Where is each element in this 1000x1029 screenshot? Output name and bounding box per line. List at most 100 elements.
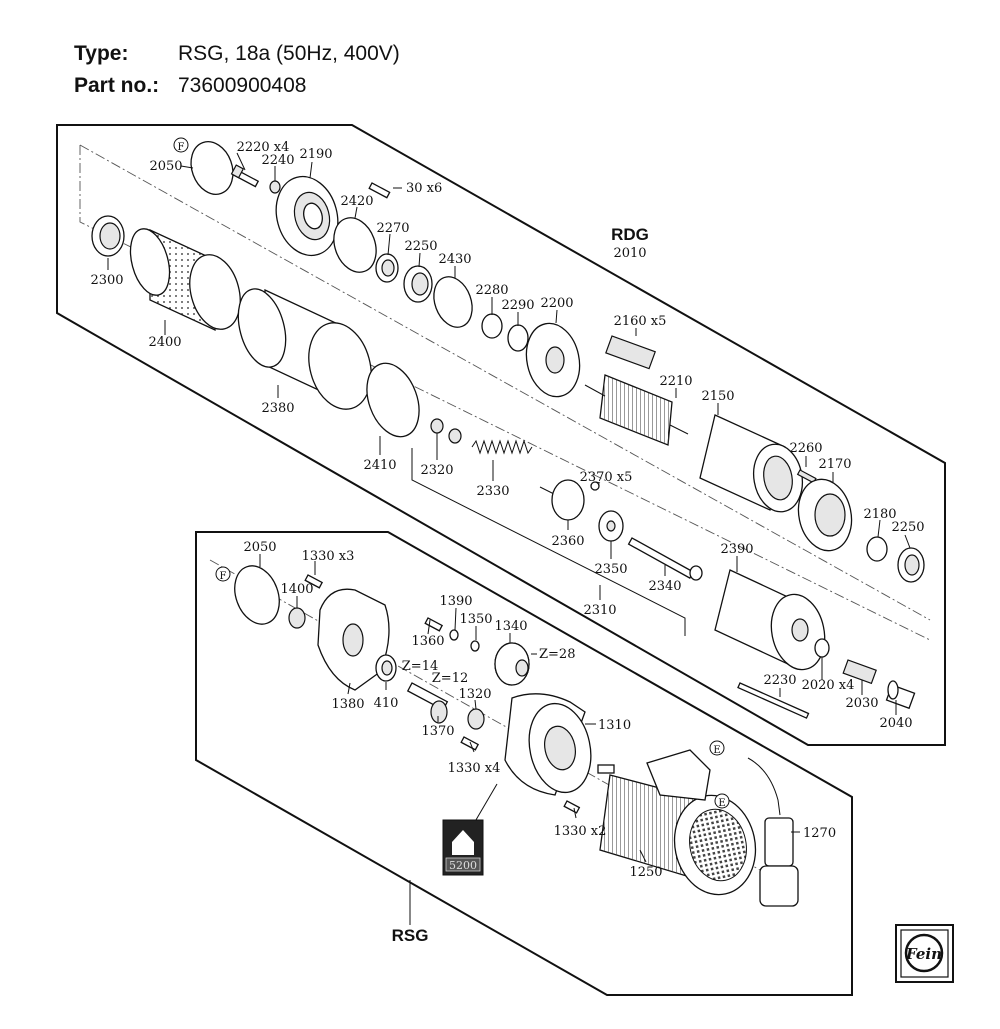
label-1360: 1360 (411, 634, 444, 649)
rdg-axis-lower (79, 144, 931, 621)
shell-2400 (129, 228, 241, 332)
svg-text:E: E (713, 745, 720, 756)
plug-1270 (759, 817, 799, 907)
svg-text:E: E (718, 798, 725, 809)
svg-text:F: F (220, 571, 227, 582)
label-1310: 1310 (598, 718, 631, 733)
label-410: 410 (374, 696, 399, 711)
label-1370: 1370 (421, 724, 454, 739)
label-1350: 1350 (459, 612, 492, 627)
motor-1250 (597, 749, 757, 896)
label-z28: Z=28 (539, 647, 575, 662)
label-2040: 2040 (879, 716, 912, 731)
screw-1330a (304, 574, 324, 589)
type-label: Type: (74, 42, 129, 65)
label-2020: 2020 x4 (802, 678, 855, 693)
label-2420: 2420 (340, 194, 373, 209)
label-2180: 2180 (863, 507, 896, 522)
label-2250b: 2250 (891, 520, 924, 535)
label-1400: 1400 (280, 582, 313, 597)
ref-e-motor: E (714, 793, 730, 809)
label-1250: 1250 (629, 865, 662, 880)
oring-2410 (366, 362, 420, 438)
label-2230: 2230 (763, 673, 796, 688)
spring-2330 (471, 439, 533, 455)
pinion-1370 (406, 682, 449, 724)
screw-1330c (563, 800, 581, 814)
washer-1390 (449, 629, 459, 641)
washer-2350 (598, 510, 624, 542)
label-1330a: 1330 x3 (302, 549, 355, 564)
label-z12: Z=12 (432, 671, 468, 686)
ref-e-upper: E (709, 740, 725, 756)
label-1340: 1340 (494, 619, 527, 634)
gear-1340 (494, 642, 530, 686)
part-row: Part no.: 73600900408 (74, 74, 306, 98)
flange-2190 (275, 175, 339, 257)
rotor-2210 (584, 374, 689, 446)
flange-2170 (797, 478, 853, 552)
group-rdg-title: RDG (611, 225, 649, 244)
fein-logo: Fein (895, 924, 954, 983)
badge-code: 5200 (449, 859, 477, 872)
group-rsg-title: RSG (392, 926, 429, 945)
stator-2150 (699, 414, 804, 513)
screw-2220 (230, 164, 260, 188)
type-row: Type: RSG, 18a (50Hz, 400V) (74, 42, 400, 66)
part-no-label: Part no.: (74, 74, 160, 97)
washer-2020 (814, 638, 830, 658)
label-2430: 2430 (438, 252, 471, 267)
label-2030: 2030 (845, 696, 878, 711)
label-2390: 2390 (720, 542, 753, 557)
label-2220: 2220 x4 (237, 140, 290, 155)
label-2300: 2300 (90, 273, 123, 288)
bolt-2230 (737, 682, 810, 719)
label-2290: 2290 (501, 298, 534, 313)
label-2270: 2270 (376, 221, 409, 236)
valve-2360 (539, 479, 585, 521)
label-2340: 2340 (648, 579, 681, 594)
gear-plate-1380 (317, 588, 390, 691)
label-2190: 2190 (299, 147, 332, 162)
ball-2370 (590, 481, 600, 491)
group-rdg-number: 2010 (613, 246, 646, 261)
ring-2280 (481, 313, 503, 339)
label-1270: 1270 (803, 826, 836, 841)
label-2370: 2370 x5 (580, 470, 633, 485)
nut-2320a (430, 418, 444, 434)
svg-text:F: F (178, 142, 185, 153)
label-2050: 2050 (149, 159, 182, 174)
screw-30 (368, 182, 391, 199)
leader-lines (107, 152, 911, 863)
label-30x6: 30 x6 (406, 181, 442, 196)
cap-2040 (885, 680, 916, 710)
screw-1360 (424, 617, 444, 632)
disc-2200 (525, 322, 581, 398)
seal-2300 (91, 215, 125, 257)
pin-2340 (627, 537, 703, 581)
ref-f-lower: F (215, 566, 231, 582)
oring-2050 (190, 141, 234, 195)
seal-1400 (288, 607, 306, 629)
washer-2240 (269, 180, 281, 194)
rsg-frame (195, 531, 853, 996)
screw-1330b (460, 736, 480, 751)
part-no-value: 73600900408 (178, 74, 307, 97)
ring-2290 (507, 324, 529, 352)
label-2260: 2260 (789, 441, 822, 456)
label-1330b: 1330 x4 (448, 761, 501, 776)
bearing-2250a (403, 265, 433, 303)
bearing-2250b (897, 547, 925, 583)
label-2240: 2240 (261, 153, 294, 168)
label-2280: 2280 (475, 283, 508, 298)
label-2380: 2380 (261, 401, 294, 416)
label-2310: 2310 (583, 603, 616, 618)
label-1320: 1320 (458, 687, 491, 702)
label-1330c: 1330 x2 (554, 824, 607, 839)
label-2150: 2150 (701, 389, 734, 404)
logo-text: Fein (905, 945, 942, 963)
bracket-2310 (411, 448, 686, 636)
ref-f-upper: F (173, 137, 189, 153)
rdg-axis-upper (79, 145, 931, 641)
gearbox-1310 (504, 693, 592, 796)
